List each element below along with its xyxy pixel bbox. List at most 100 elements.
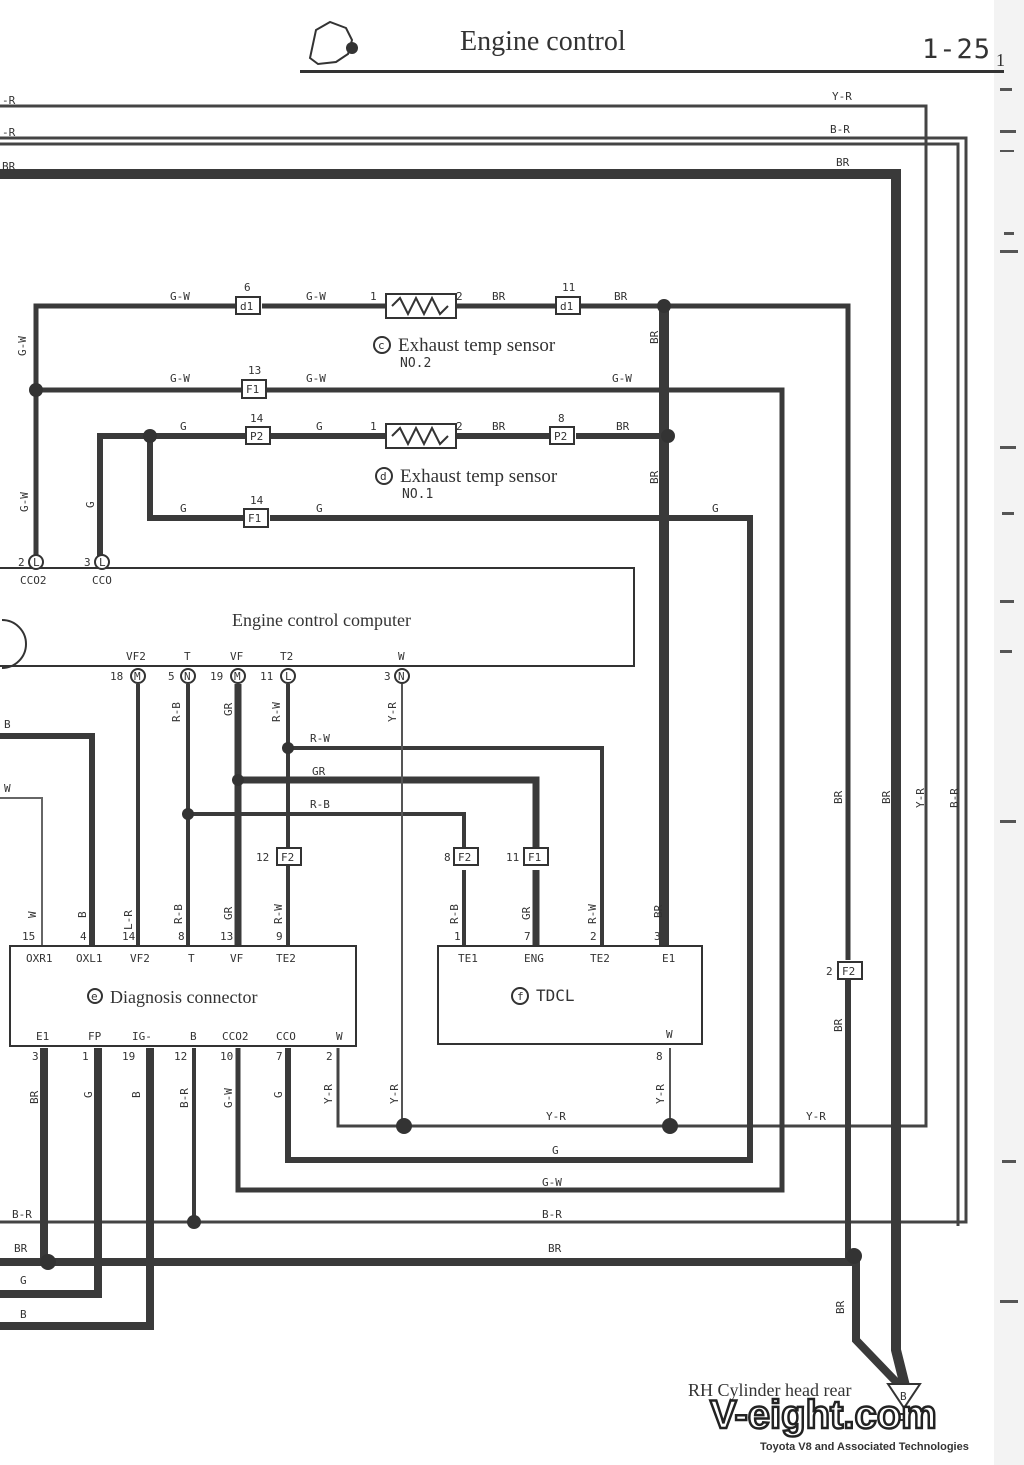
page-title: Engine control: [460, 26, 626, 57]
wire-label-r-w: R-W: [310, 732, 330, 745]
diagnosis-top-pin: 4: [80, 930, 87, 943]
wire-label-y-r: Y-R: [914, 788, 927, 808]
ecu-bottom-connector: M: [134, 670, 141, 683]
ecu-top-connector: L: [33, 556, 40, 569]
diagnosis-bottom-terminal: E1: [36, 1030, 49, 1043]
connector-p2-right-id: P2: [554, 430, 567, 443]
connector-f2-8: [453, 847, 479, 866]
wire-label-g: G: [180, 420, 187, 433]
wire-label-y-r: Y-R: [386, 702, 399, 722]
wire-label-br: BR: [648, 470, 661, 484]
resistor-no1-symbol: [385, 423, 457, 449]
edge-tick: [1000, 130, 1016, 133]
connector-p2-right: [549, 426, 575, 445]
connector-f2-12-pin: 12: [256, 851, 269, 864]
wire-label-gr: GR: [520, 906, 533, 920]
junction-dot: [40, 1254, 56, 1270]
ground-label: RH Cylinder head rear: [688, 1380, 851, 1400]
wire-label-r-b: R-B: [310, 798, 330, 811]
wire-label-br: BR: [614, 290, 628, 303]
diagnosis-top-terminal: T: [188, 952, 195, 965]
wire-label-g-w: G-W: [306, 290, 326, 303]
edge-tick: [1004, 232, 1014, 235]
wire-label-y-r: Y-R: [322, 1084, 335, 1104]
tdcl-bottom-pin: 8: [656, 1050, 663, 1063]
sensor-no1-pin-right: 2: [456, 420, 463, 433]
ecu-pin-circle: [130, 668, 146, 684]
tdcl-tag: f: [517, 990, 524, 1003]
wire-label-g-w: G-W: [18, 492, 31, 512]
page-edge-shadow: [994, 0, 1024, 1465]
diagnosis-bottom-pin: 19: [122, 1050, 135, 1063]
diagnosis-top-pin: 8: [178, 930, 185, 943]
diagnosis-tag-circle: [87, 988, 103, 1004]
wire-label-g-w: G-W: [16, 336, 29, 356]
diagnosis-top-terminal: VF: [230, 952, 243, 965]
wire-g-f1-14: [147, 436, 244, 521]
ecu-pin-circle: [394, 668, 410, 684]
tdcl-top-pin: 3: [654, 930, 661, 943]
wire-label-br: BR: [28, 1090, 41, 1104]
tdcl-top-pin: 1: [454, 930, 461, 943]
connector-p2-right-pin: 8: [558, 412, 565, 425]
diagnosis-connector-box: [9, 945, 357, 1047]
connector-f1-13-pin: 13: [248, 364, 261, 377]
connector-f1-11-pin: 11: [506, 851, 519, 864]
ecu-bottom-terminal: VF2: [126, 650, 146, 663]
sensor-no2-label: Exhaust temp sensor: [398, 335, 556, 356]
connector-d1-left-id: d1: [240, 300, 253, 313]
ecu-pin-circle: [280, 668, 296, 684]
wire-g-f1-14-out: [270, 515, 753, 1163]
ground-symbol-icon: [886, 1383, 922, 1421]
wire-g-fp: [0, 1048, 102, 1298]
diagnosis-top-terminal: TE2: [276, 952, 296, 965]
ecu-pin-circle: [230, 668, 246, 684]
wire-label-br: BR: [492, 420, 506, 433]
connector-f1-14-pin: 14: [250, 494, 264, 507]
left-edge-label: BR: [2, 160, 16, 173]
wire-br-bottom-bus: [0, 1258, 907, 1393]
bottom-left-label: BR: [14, 1242, 28, 1255]
junction-dot: [143, 429, 157, 443]
ground-id: B: [900, 1390, 907, 1403]
diagnosis-bottom-pin: 7: [276, 1050, 283, 1063]
diagnosis-top-pin: 13: [220, 930, 233, 943]
wire-label-y-r: Y-R: [546, 1110, 566, 1123]
ecu-pin-circle: [94, 554, 110, 570]
ecu-bottom-pin: 11: [260, 670, 273, 683]
diagnosis-top-pin: 14: [122, 930, 136, 943]
junction-dot: [657, 299, 671, 313]
ecu-bottom-connector: M: [234, 670, 241, 683]
junction-dot: [232, 774, 244, 786]
wire-b-left-to-diag: [0, 733, 95, 946]
connector-f2-8-id: F2: [458, 851, 471, 864]
connector-f2-2-pin: 2: [826, 965, 833, 978]
wire-label-r-w: R-W: [586, 904, 599, 924]
ecu-top-terminal: CCO2: [20, 574, 47, 587]
wire-label-g-w: G-W: [170, 290, 190, 303]
wire-r-b-to-tdcl: [188, 812, 466, 848]
wire-label-r-w: R-W: [270, 702, 283, 722]
wire-label-br: BR: [832, 1018, 845, 1032]
tdcl-top-pin: 7: [524, 930, 531, 943]
connector-f1-14: [243, 508, 269, 528]
connector-f2-2-id: F2: [842, 965, 855, 978]
diagnosis-bottom-pin: 3: [32, 1050, 39, 1063]
wire-label-br: BR: [834, 1300, 847, 1314]
diagnosis-bottom-terminal: B: [190, 1030, 197, 1043]
wire-label-r-b: R-B: [448, 904, 461, 924]
diagnosis-top-pin: 15: [22, 930, 35, 943]
connector-d1-right-pin: 11: [562, 281, 575, 294]
sensor-no1-tag-circle: [375, 467, 393, 485]
wire-label-g-w: G-W: [222, 1088, 235, 1108]
junction-dot: [29, 383, 43, 397]
wire-label-g-w: G-W: [612, 372, 632, 385]
left-edge-label: W: [4, 782, 11, 795]
bottom-left-label: G: [20, 1274, 27, 1287]
wire-label-b-r: B-R: [830, 123, 850, 136]
connector-d1-left: [235, 296, 261, 315]
connector-f2-12-id: F2: [281, 851, 294, 864]
wire-label-b-r: B-R: [542, 1208, 562, 1221]
connector-f1-13-id: F1: [246, 383, 259, 396]
junction-dot: [846, 1248, 862, 1264]
